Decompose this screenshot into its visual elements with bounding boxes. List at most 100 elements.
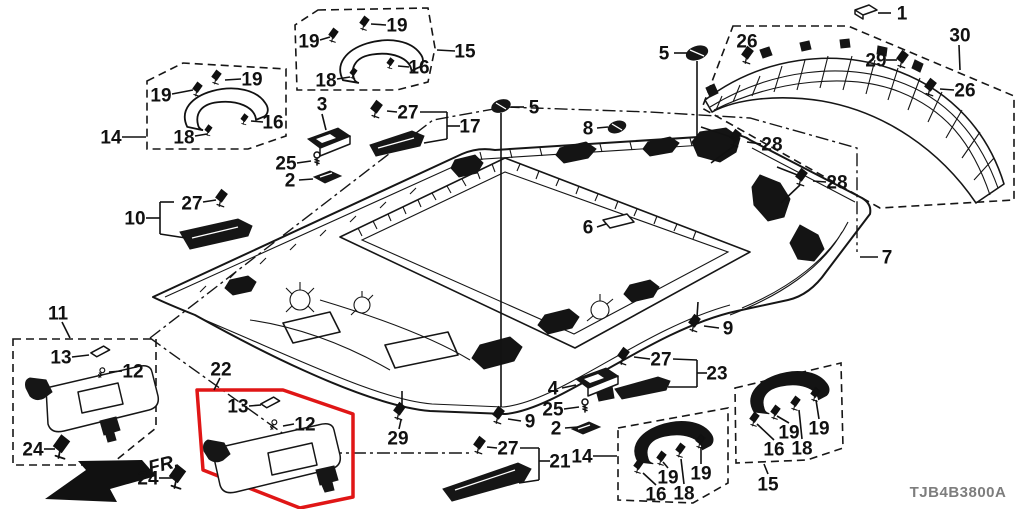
sunroof-opening-outer bbox=[339, 157, 751, 349]
leader-line-n2a bbox=[298, 178, 314, 181]
callout-label-n12a: 12 bbox=[122, 362, 143, 383]
leader-line-n19e bbox=[662, 461, 669, 469]
screw-18-icon bbox=[790, 395, 801, 411]
box-grab-handle-rear-left bbox=[617, 407, 729, 504]
headliner-inner-edge bbox=[164, 142, 856, 408]
callout-label-n25a: 25 bbox=[275, 154, 297, 175]
visor-pivot-hook bbox=[203, 439, 231, 463]
leader-line-n26a bbox=[746, 50, 749, 58]
leader-line-n28b bbox=[776, 166, 801, 177]
callout-label-n16a: 16 bbox=[262, 113, 283, 134]
leader-line-n15b bbox=[763, 463, 769, 475]
leader-line-n19a bbox=[171, 89, 194, 95]
callout-label-n19b: 19 bbox=[241, 70, 262, 91]
callout-label-n17: 17 bbox=[459, 117, 480, 138]
callout-label-n28b: 28 bbox=[826, 173, 847, 194]
leader-line-n18d bbox=[798, 409, 803, 440]
clip-2-highlight bbox=[319, 172, 333, 178]
leader-line-n18b bbox=[336, 76, 351, 80]
clip-highlights bbox=[495, 49, 705, 131]
bracket-detail bbox=[555, 141, 597, 164]
callout-label-n18b: 18 bbox=[315, 71, 336, 92]
fr-arrow-icon bbox=[45, 460, 156, 502]
clip-13-icon bbox=[89, 344, 112, 359]
highlight-box-sun-visor-right bbox=[195, 388, 355, 509]
leader-line-n16a bbox=[250, 120, 264, 123]
leader-line-n22 bbox=[213, 377, 221, 391]
callout-label-n29b: 29 bbox=[387, 429, 408, 450]
callout-label-n16d: 16 bbox=[763, 440, 784, 461]
callout-label-n16c: 16 bbox=[645, 485, 666, 506]
leader-line-n21 bbox=[518, 479, 540, 484]
callout-label-n19d: 19 bbox=[386, 16, 407, 37]
callout-label-n2b: 2 bbox=[551, 419, 562, 440]
leader-line-n2b bbox=[564, 426, 579, 429]
clip-24-icon bbox=[53, 434, 70, 460]
callout-label-n30: 30 bbox=[949, 26, 970, 47]
callout-label-n16b: 16 bbox=[408, 58, 429, 79]
callout-label-n29a: 29 bbox=[865, 51, 886, 72]
leader-line-n27d bbox=[633, 356, 651, 360]
leader-line-n13a bbox=[71, 354, 90, 358]
leader-line-n10 bbox=[159, 233, 187, 239]
callout-label-n19f: 19 bbox=[690, 464, 711, 485]
clip-27-icon bbox=[617, 347, 630, 366]
callout-label-n19g: 19 bbox=[778, 423, 799, 444]
leader-line-n19c bbox=[319, 36, 331, 41]
leader-line-n8 bbox=[596, 126, 609, 129]
leader-line-n18a bbox=[194, 133, 208, 137]
boundary-line-right bbox=[149, 106, 858, 339]
headliner-roof-lining bbox=[152, 127, 872, 415]
leader-line-n26b bbox=[939, 88, 955, 91]
screw-25-icon bbox=[581, 398, 589, 413]
pillar-curves bbox=[729, 221, 849, 316]
rear-shelf-panel bbox=[704, 38, 1005, 204]
ref-line-9b bbox=[696, 301, 699, 318]
box-grab-handle-front-right bbox=[294, 7, 436, 91]
leader-line-n17 bbox=[423, 138, 448, 144]
screw-16-icon bbox=[633, 458, 644, 474]
leader-line-n13b bbox=[248, 404, 262, 407]
leader-line-n16d bbox=[756, 423, 775, 441]
callout-label-n14b: 14 bbox=[571, 447, 593, 468]
clip-19-icon bbox=[359, 15, 370, 31]
clip-27-icon bbox=[215, 189, 228, 208]
callout-label-n7: 7 bbox=[882, 248, 893, 269]
leader-line-n16b bbox=[397, 65, 410, 68]
leader-line-n27c bbox=[486, 446, 498, 449]
leader-line-n28a bbox=[700, 126, 735, 139]
callout-label-n9b: 9 bbox=[723, 319, 734, 340]
left-edge-ticks bbox=[199, 187, 417, 293]
clip-26-icon bbox=[924, 78, 937, 97]
callout-label-n8: 8 bbox=[583, 119, 594, 140]
sunroof-rail-hatch-left bbox=[357, 163, 496, 237]
callout-label-n22: 22 bbox=[210, 360, 231, 381]
cap-6-icon bbox=[602, 213, 635, 229]
shelf-panel-tabs bbox=[705, 38, 924, 98]
callout-label-n5a: 5 bbox=[529, 98, 540, 119]
leader-line-n28b bbox=[780, 184, 801, 204]
leader-line-n4 bbox=[561, 384, 577, 389]
leader-line-n19g bbox=[776, 415, 790, 424]
sunroof-opening-inner bbox=[360, 171, 730, 335]
clip-9-icon bbox=[492, 406, 505, 425]
side-rail-bracket bbox=[789, 224, 825, 262]
callout-label-n27d: 27 bbox=[650, 350, 671, 371]
leader-line-n18c bbox=[680, 458, 685, 485]
clip-29-icon bbox=[896, 50, 909, 69]
leader-line-n28a bbox=[746, 141, 762, 145]
screw-16-icon bbox=[386, 57, 395, 70]
clip-19-icon bbox=[192, 81, 203, 97]
leader-line-n11 bbox=[61, 321, 71, 339]
leader-line-n19d bbox=[370, 23, 387, 26]
callout-label-n18a: 18 bbox=[173, 128, 194, 149]
leader-line-n27b bbox=[386, 110, 398, 113]
lamp-3 bbox=[306, 127, 352, 157]
leader-line-n19h bbox=[815, 399, 820, 420]
visor-pivot-hook bbox=[25, 377, 53, 401]
callout-label-n15a: 15 bbox=[454, 42, 476, 63]
leader-line-n19b bbox=[224, 78, 242, 81]
screw-16-icon bbox=[240, 113, 249, 126]
small-parts bbox=[179, 4, 937, 502]
